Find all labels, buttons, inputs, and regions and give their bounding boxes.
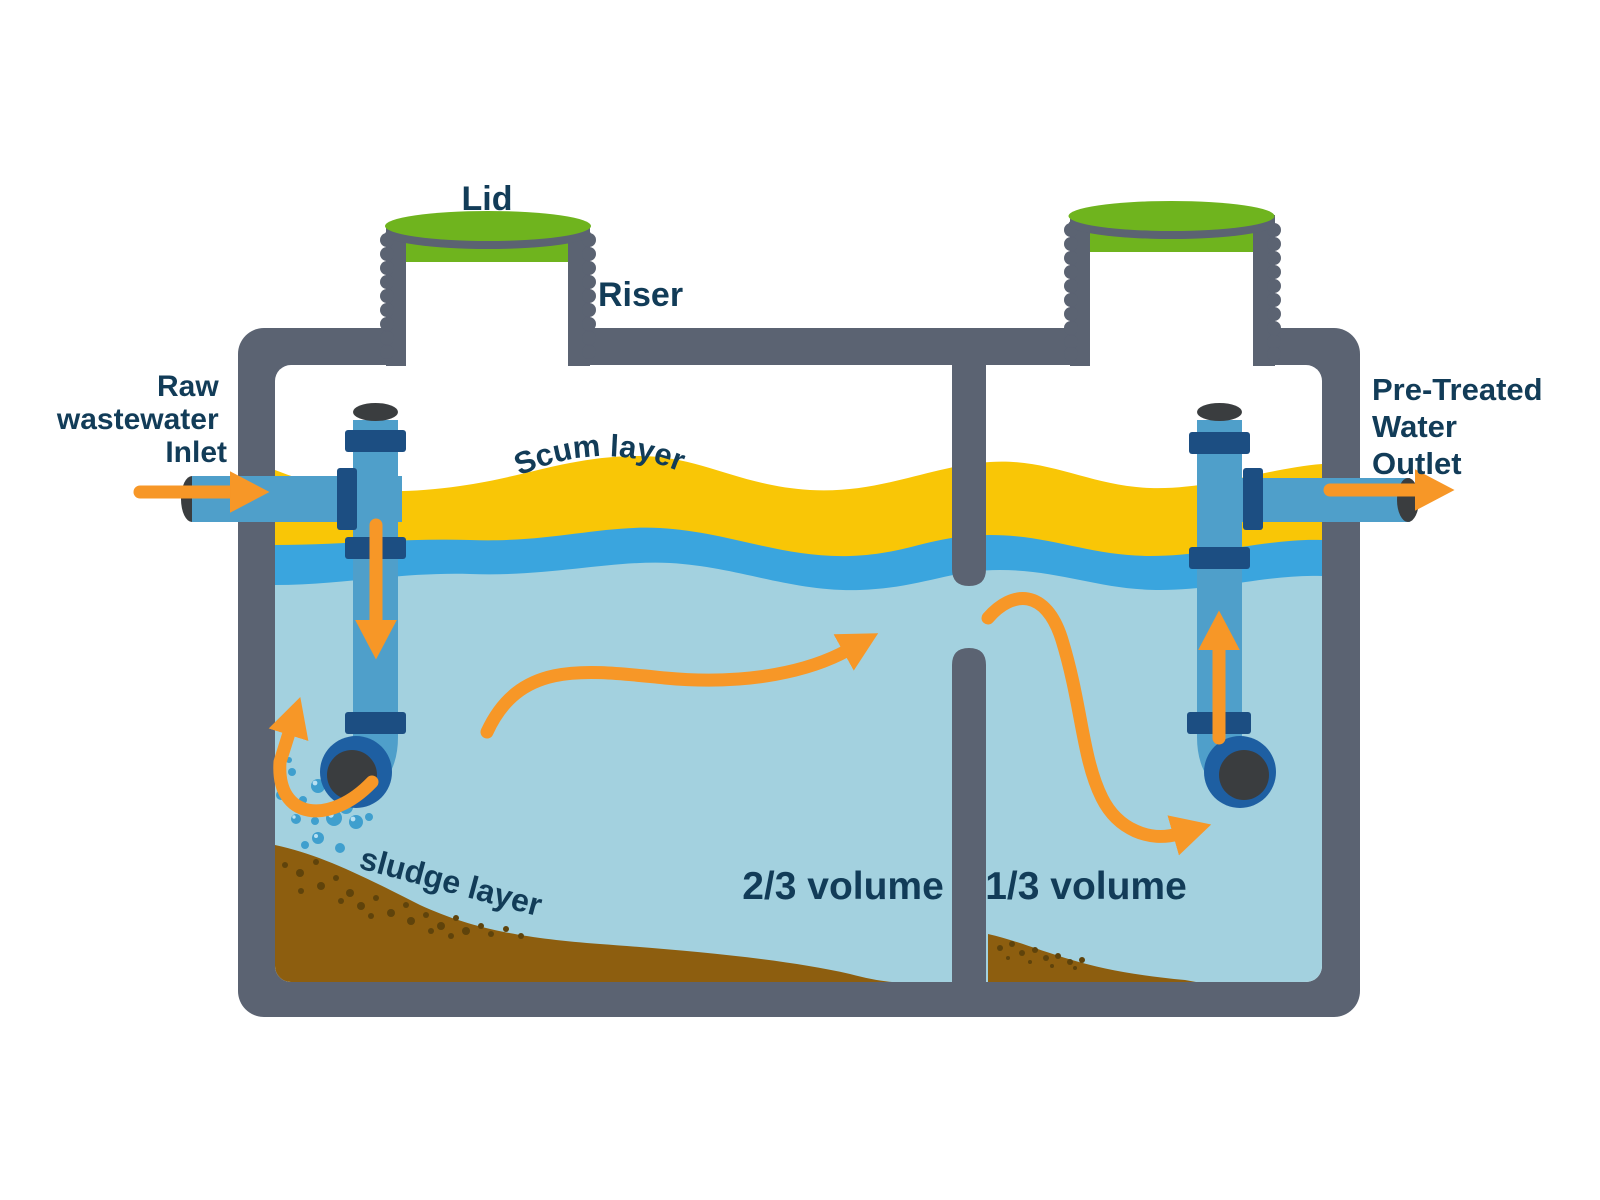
chamber2-volume-label: 1/3 volume [985, 865, 1187, 908]
sludge-layer-chamber2 [988, 934, 1196, 982]
lid1 [385, 211, 591, 241]
sludge-layer-chamber1 [275, 845, 892, 982]
inlet-baffle-coupling-bottom [345, 712, 406, 734]
inlet-baffle-top-opening [353, 403, 398, 421]
chamber2-flow-arrow [981, 592, 1212, 856]
riser2-walls [1064, 215, 1281, 366]
chamber1-volume-label: 2/3 volume [742, 865, 944, 908]
outlet-baffle-top-opening [1197, 403, 1242, 421]
sludge-speckles-chamber2 [997, 941, 1085, 970]
sludge-speckles-chamber1 [282, 859, 524, 939]
divider-wall [952, 365, 986, 982]
inlet-label-line3: Inlet [165, 436, 227, 469]
riser-label: Riser [598, 276, 683, 314]
flow-arrows [133, 469, 1455, 856]
riser2-opening [1090, 326, 1253, 367]
outlet-baffle-coupling-top [1189, 432, 1250, 454]
inlet-label: Raw wastewater Inlet [56, 370, 227, 469]
outlet-baffle-coupling-mid [1189, 547, 1250, 569]
inlet-tee-coupling [337, 468, 357, 530]
riser-2 [1064, 201, 1281, 366]
outlet-label-line3: Outlet [1372, 446, 1462, 481]
outlet-elbow-opening [1219, 750, 1269, 800]
inlet-label-line1: Raw [157, 370, 219, 403]
inlet-label-line2: wastewater [56, 403, 219, 436]
divider-upper [952, 365, 986, 586]
inlet-circulation-arrow [268, 697, 379, 818]
chamber1-flow-arrow [480, 633, 879, 739]
outlet-label-line2: Water [1372, 409, 1457, 444]
clarified-water [275, 562, 1322, 982]
outlet-tee-coupling [1243, 468, 1263, 530]
divider-lower [952, 648, 986, 982]
inlet-baffle-coupling-top [345, 430, 406, 452]
riser1-opening [406, 326, 568, 367]
lid-label: Lid [462, 180, 513, 218]
labels: Lid Riser Raw wastewater Inlet Pre-Treat… [56, 180, 1551, 923]
riser1-walls [380, 225, 596, 366]
riser-1 [380, 211, 596, 366]
outlet-label-line1: Pre-Treated [1372, 372, 1543, 407]
outlet-label: Pre-Treated Water Outlet [1372, 372, 1551, 481]
lid2 [1068, 201, 1275, 231]
